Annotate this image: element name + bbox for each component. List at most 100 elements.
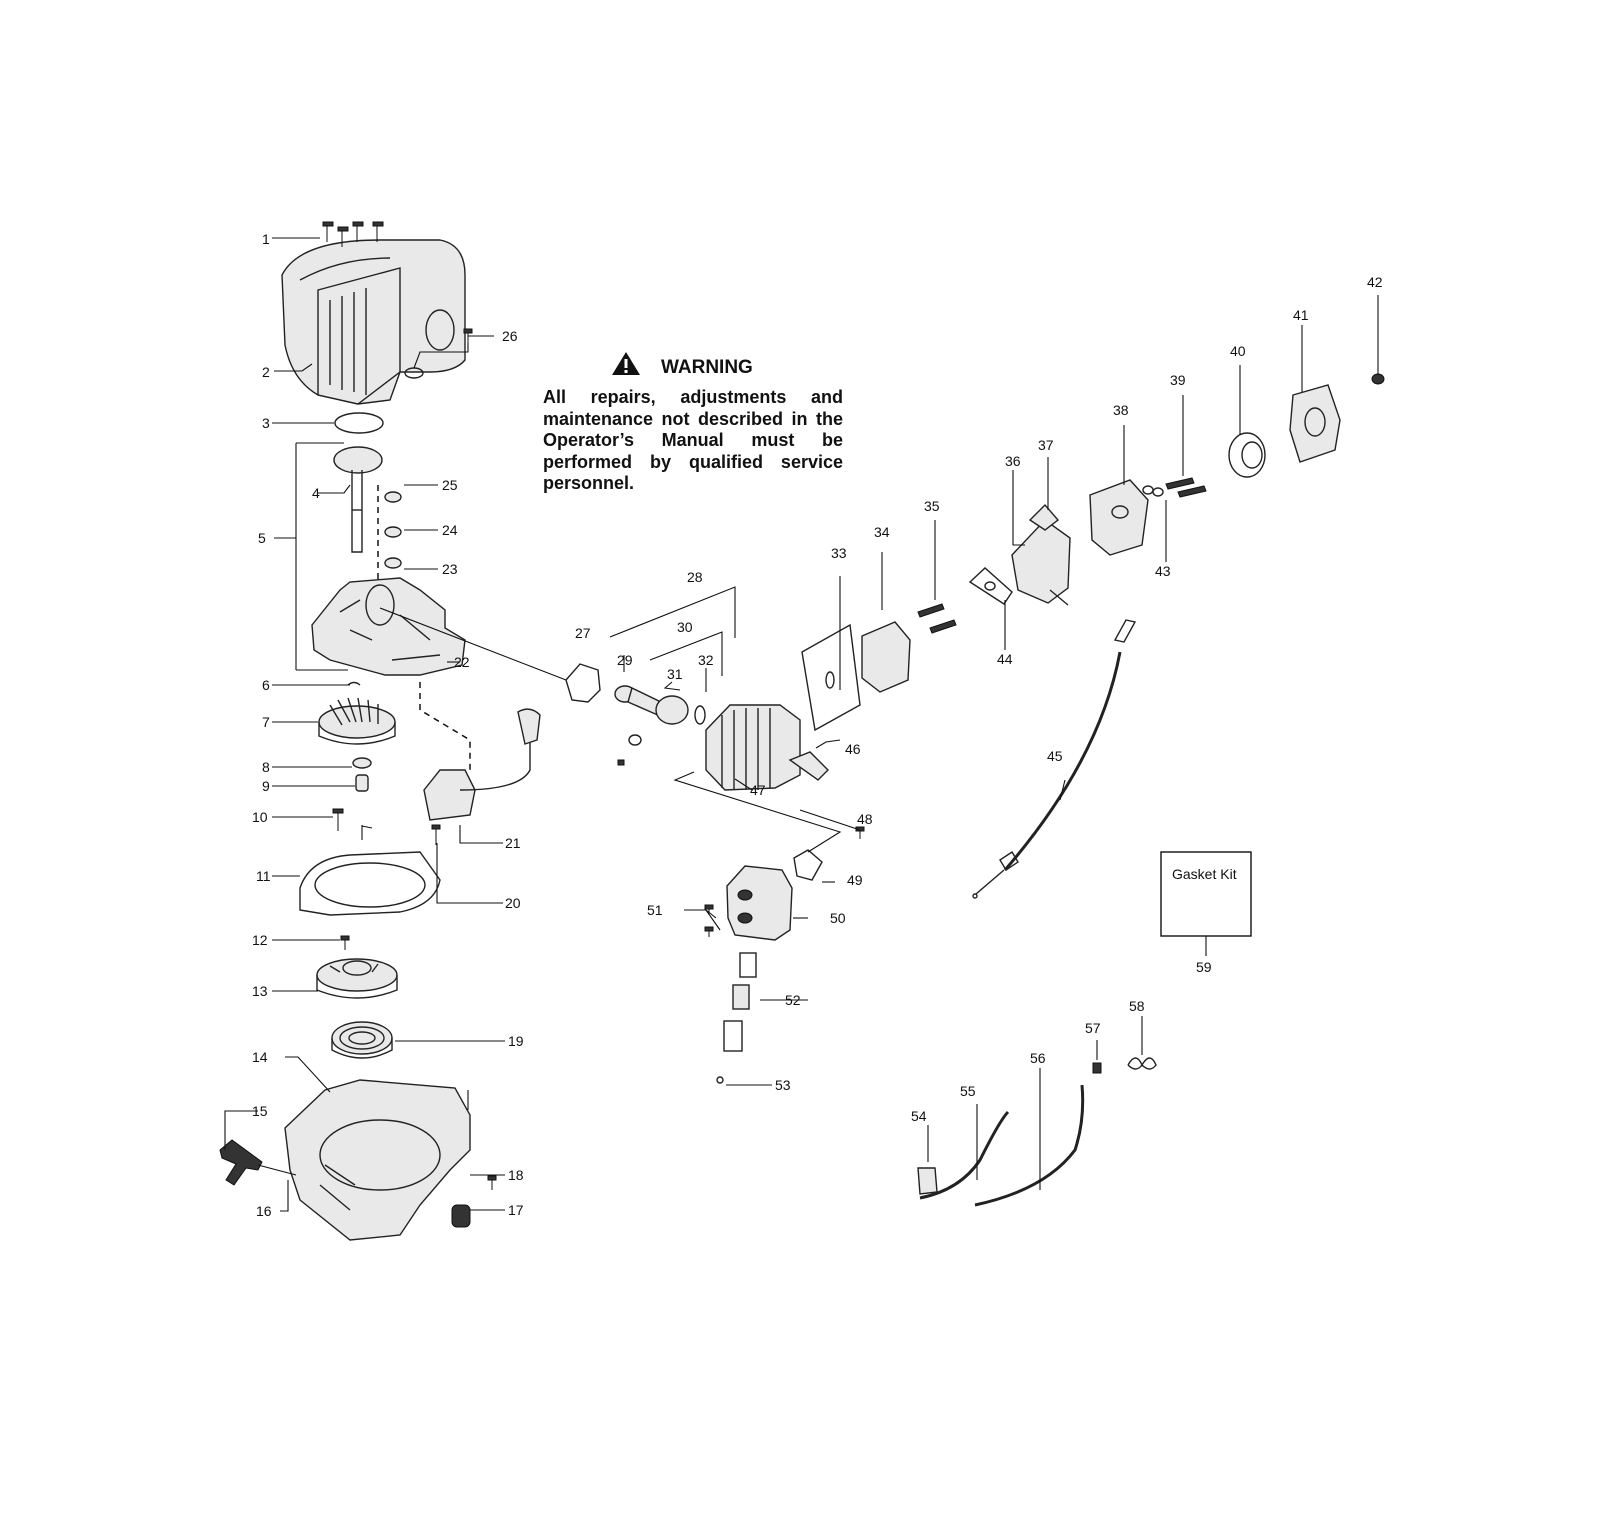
part-callout-49: 49 xyxy=(847,872,863,888)
part-callout-42: 42 xyxy=(1367,274,1383,290)
leader-lines xyxy=(224,237,1379,1212)
engine-cover xyxy=(281,239,466,405)
screw-10 xyxy=(332,808,344,831)
throttle-cable xyxy=(972,619,1137,899)
screen-cover xyxy=(723,1020,743,1052)
intake-adapter xyxy=(861,621,911,693)
warning-header: WARNING xyxy=(612,352,753,378)
part-callout-35: 35 xyxy=(924,498,940,514)
part-callout-20: 20 xyxy=(505,895,521,911)
part-callout-8: 8 xyxy=(262,759,270,775)
starter-handle xyxy=(219,1139,297,1186)
spark-plug xyxy=(788,751,829,781)
part-callout-21: 21 xyxy=(505,835,521,851)
part-callout-34: 34 xyxy=(874,524,890,540)
part-callout-29: 29 xyxy=(617,652,633,668)
warning-title: WARNING xyxy=(661,357,753,378)
part-callout-4: 4 xyxy=(312,485,320,501)
part-callout-48: 48 xyxy=(857,811,873,827)
part-callout-57: 57 xyxy=(1085,1020,1101,1036)
ignition-module xyxy=(423,708,541,821)
part-callout-36: 36 xyxy=(1005,453,1021,469)
part-callout-25: 25 xyxy=(442,477,458,493)
screw-12 xyxy=(340,935,350,950)
part-callout-12: 12 xyxy=(252,932,268,948)
part-callout-30: 30 xyxy=(677,619,693,635)
fuel-clips xyxy=(1127,1057,1157,1070)
nut-53 xyxy=(716,1076,724,1084)
screw-18 xyxy=(487,1175,497,1190)
muffler xyxy=(726,865,793,941)
part-callout-55: 55 xyxy=(960,1083,976,1099)
piston xyxy=(655,695,689,725)
washer-43b xyxy=(1152,487,1164,497)
part-callout-28: 28 xyxy=(687,569,703,585)
part-callout-11: 11 xyxy=(256,868,271,884)
part-callout-3: 3 xyxy=(262,415,270,431)
warning-message: All repairs, adjustments and maintenance… xyxy=(543,387,843,493)
air-filter xyxy=(1228,432,1266,478)
bearing-25 xyxy=(384,491,402,503)
air-filter-cover xyxy=(1289,384,1341,463)
part-callout-16: 16 xyxy=(256,1203,272,1219)
part-callout-33: 33 xyxy=(831,545,847,561)
part-callout-18: 18 xyxy=(508,1167,524,1183)
part-callout-14: 14 xyxy=(252,1049,268,1065)
part-callout-43: 43 xyxy=(1155,563,1171,579)
fuel-filter xyxy=(917,1167,938,1195)
crankcase xyxy=(311,577,466,676)
piston-ring xyxy=(694,705,706,725)
part-callout-19: 19 xyxy=(508,1033,524,1049)
part-callout-54: 54 xyxy=(911,1108,927,1124)
carb-gasket xyxy=(968,567,1013,605)
part-callout-46: 46 xyxy=(845,741,861,757)
crankshaft xyxy=(333,446,383,553)
part-callout-6: 6 xyxy=(262,677,270,693)
gasket-kit-label: Gasket Kit xyxy=(1172,866,1237,882)
part-callout-51: 51 xyxy=(647,902,663,918)
fuel-fitting xyxy=(1092,1062,1102,1074)
intake-gasket xyxy=(801,623,861,732)
cylinder xyxy=(705,704,801,791)
part-callout-17: 17 xyxy=(508,1202,524,1218)
part-callout-52: 52 xyxy=(785,992,801,1008)
part-callout-39: 39 xyxy=(1170,372,1186,388)
screw-35b xyxy=(929,619,957,634)
part-callout-27: 27 xyxy=(575,625,591,641)
muffler-gasket xyxy=(793,849,823,881)
part-callout-45: 45 xyxy=(1047,748,1063,764)
clip xyxy=(347,681,361,686)
part-callout-41: 41 xyxy=(1293,307,1309,323)
part-callout-37: 37 xyxy=(1038,437,1054,453)
washer xyxy=(352,757,372,769)
part-callout-26: 26 xyxy=(502,328,518,344)
bearing-24 xyxy=(384,526,402,538)
part-callout-9: 9 xyxy=(262,778,270,794)
part-callout-58: 58 xyxy=(1129,998,1145,1014)
part-callout-10: 10 xyxy=(252,809,268,825)
part-callout-5: 5 xyxy=(258,530,266,546)
recoil-plate xyxy=(299,851,441,916)
part-callout-22: 22 xyxy=(454,654,470,670)
part-callout-47: 47 xyxy=(750,782,766,798)
part-callout-59: 59 xyxy=(1196,959,1212,975)
starter-housing xyxy=(284,1079,471,1241)
grommet-17 xyxy=(451,1204,471,1228)
gasket-kit-box xyxy=(1160,851,1252,937)
part-callout-44: 44 xyxy=(997,651,1013,667)
screw-20 xyxy=(431,824,441,845)
part-callout-50: 50 xyxy=(830,910,846,926)
part-callout-24: 24 xyxy=(442,522,458,538)
screw-39a xyxy=(1165,477,1195,490)
part-callout-13: 13 xyxy=(252,983,268,999)
part-callout-7: 7 xyxy=(262,714,270,730)
screw-48 xyxy=(855,826,865,839)
module-alignment-line xyxy=(419,682,471,770)
part-callout-2: 2 xyxy=(262,364,270,380)
spark-screen-plate xyxy=(739,952,757,978)
screw-35a xyxy=(917,603,945,618)
carburetor xyxy=(1011,503,1071,606)
fuel-line-56 xyxy=(974,1084,1085,1207)
fuel-line-55 xyxy=(919,1110,1010,1200)
